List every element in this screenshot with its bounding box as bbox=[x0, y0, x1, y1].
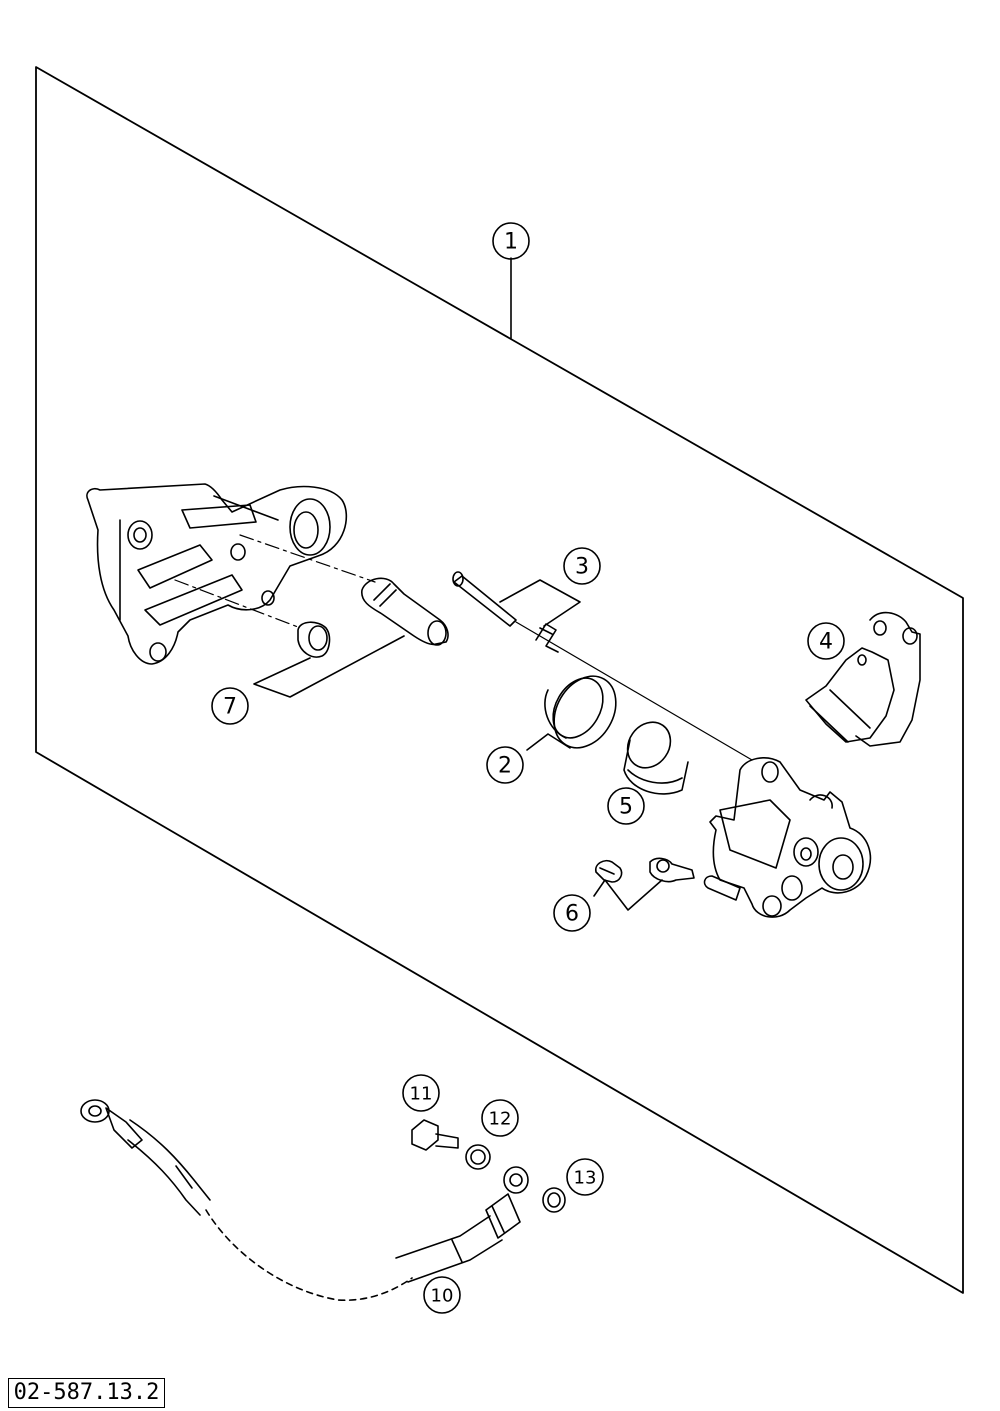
sealing-washer-12 bbox=[465, 1144, 491, 1170]
bleeder-screw bbox=[649, 857, 695, 883]
callout-1-label: 1 bbox=[504, 230, 518, 255]
callout-10-circle bbox=[423, 1276, 461, 1314]
slide-pin bbox=[361, 577, 449, 646]
drawing-code: 02-587.13.2 bbox=[8, 1378, 165, 1408]
piston bbox=[623, 721, 689, 795]
callout-2-label: 2 bbox=[498, 754, 512, 779]
brake-hose bbox=[80, 1099, 529, 1301]
callout-6-leader bbox=[593, 879, 663, 911]
assembly-boundary bbox=[35, 66, 964, 1294]
brake-pads bbox=[805, 611, 921, 747]
axis-line-lower bbox=[174, 579, 299, 628]
callout-13-circle bbox=[566, 1158, 604, 1196]
callout-13-label: 13 bbox=[574, 1168, 597, 1189]
callout-12-circle bbox=[481, 1099, 519, 1137]
pin-guide-line bbox=[515, 621, 753, 761]
caliper-housing bbox=[703, 757, 872, 918]
callout-11-label: 11 bbox=[410, 1084, 433, 1105]
callout-1-circle bbox=[492, 222, 530, 260]
pad-pin bbox=[452, 571, 517, 627]
rubber-boot bbox=[297, 621, 331, 658]
callout-2-leader bbox=[526, 733, 571, 751]
callout-3-circle bbox=[563, 547, 601, 585]
banjo-bolt bbox=[411, 1119, 459, 1151]
callout-4-circle bbox=[807, 622, 845, 660]
callout-4-label: 4 bbox=[819, 630, 833, 655]
spring-clip bbox=[535, 623, 559, 653]
callout-7-label: 7 bbox=[223, 695, 237, 720]
bleeder-cap bbox=[594, 859, 623, 883]
callout-12-label: 12 bbox=[489, 1109, 512, 1130]
callout-6-label: 6 bbox=[565, 902, 579, 927]
callout-3-label: 3 bbox=[575, 555, 589, 580]
callout-7-circle bbox=[211, 687, 249, 725]
callout-6-circle bbox=[553, 894, 591, 932]
callout-10-label: 10 bbox=[431, 1286, 454, 1307]
callout-7-leader bbox=[253, 635, 405, 698]
callout-11-circle bbox=[402, 1074, 440, 1112]
sealing-washer-13 bbox=[542, 1187, 566, 1213]
callout-5-label: 5 bbox=[619, 795, 633, 820]
piston-seal bbox=[544, 675, 617, 749]
caliper-bracket bbox=[86, 483, 348, 665]
callout-3-leader bbox=[499, 579, 581, 627]
axis-line-upper bbox=[239, 534, 376, 583]
callout-5-circle bbox=[607, 787, 645, 825]
callout-2-circle bbox=[486, 746, 524, 784]
